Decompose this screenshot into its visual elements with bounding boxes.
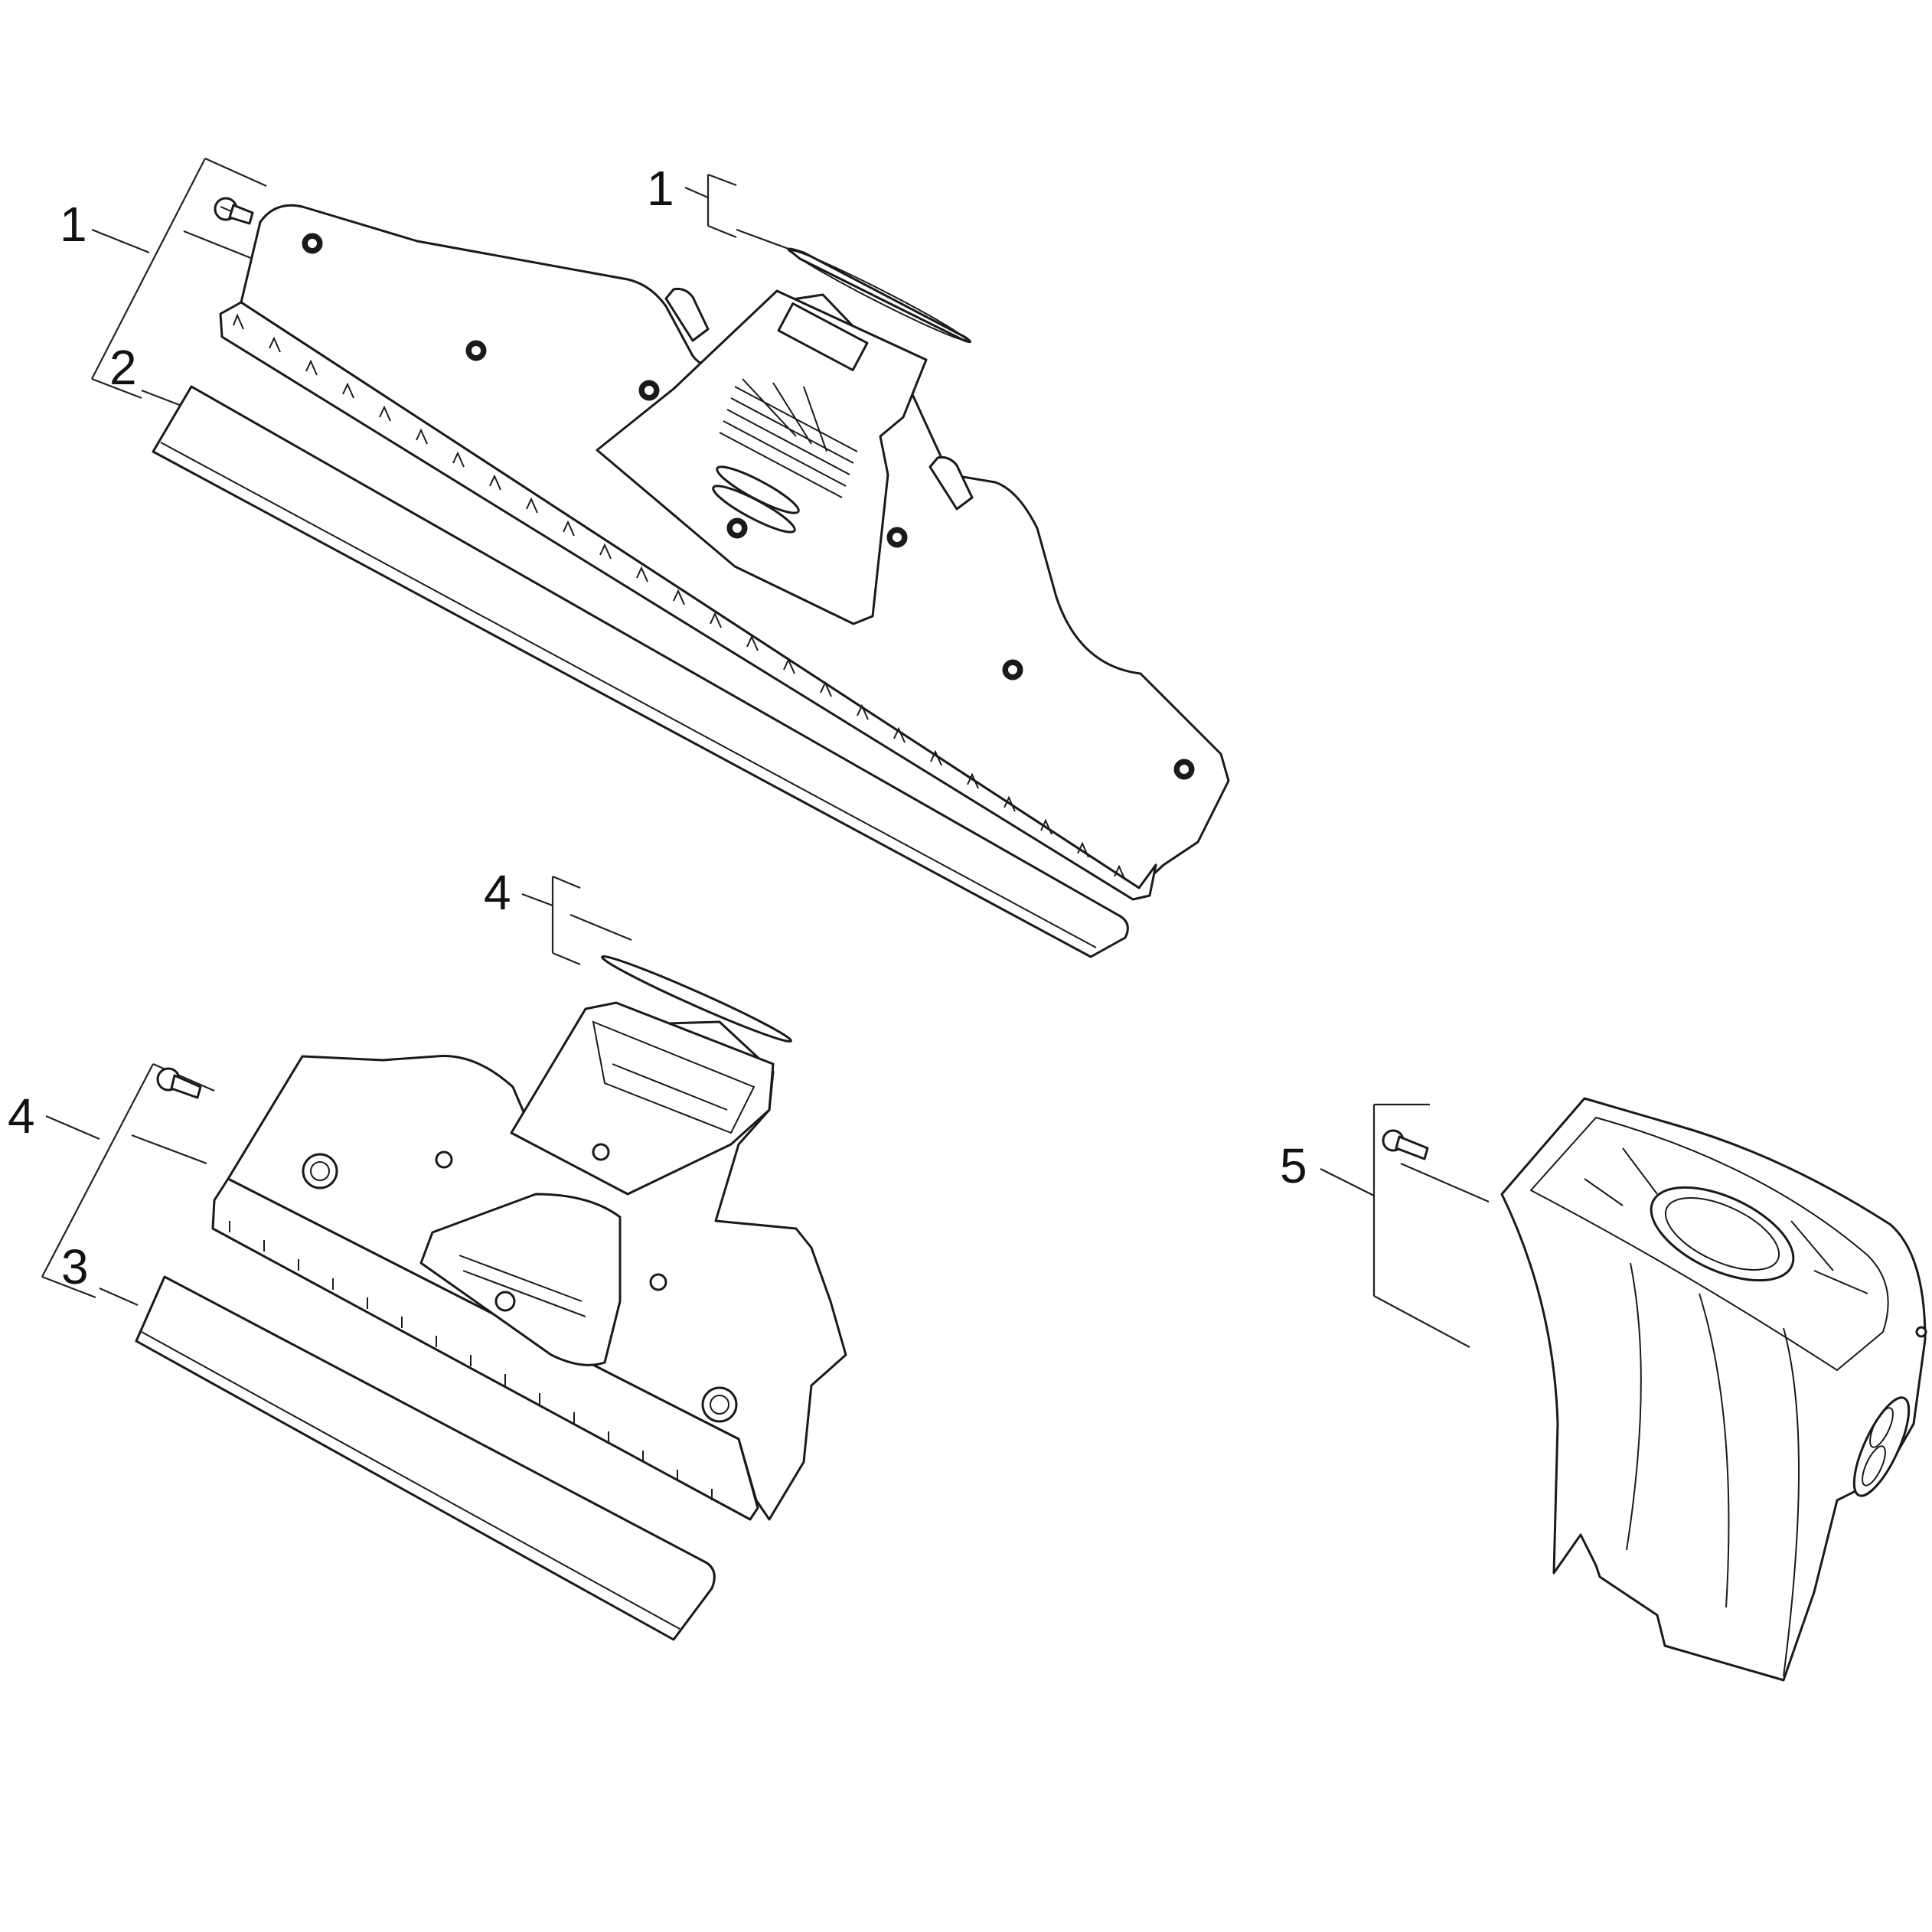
callout-4-left: 4 [8,1088,35,1144]
callout-1-left: 1 [60,197,87,252]
handle-cover-assembly [1382,1097,1927,1682]
large-nozzle-grille [712,302,869,534]
callout-1-top: 1 [647,161,674,216]
large-nozzle-toothed-strip [219,301,1157,901]
small-nozzle-assembly [135,955,847,1641]
screw-icon [156,1067,202,1099]
large-nozzle-assembly [152,197,1230,958]
callout-5: 5 [1280,1138,1307,1193]
screw-icon [1382,1129,1429,1160]
teeth [229,1221,713,1500]
large-nozzle-connector [596,289,928,625]
handle-cover-opening [1650,1186,1795,1282]
small-nozzle-toothed-strip [211,1177,759,1521]
callout-4-top: 4 [484,865,511,920]
screw-icon [214,197,254,225]
handle-cover-shell [1500,1097,1927,1682]
small-seal-ring [601,955,792,1043]
large-wiper-lip [152,385,1129,958]
teeth [233,313,1126,881]
leader-lines [41,157,1490,1348]
large-nozzle-clip-left [664,288,710,342]
small-wiper-lip [135,1275,716,1641]
large-nozzle-screws [302,233,1195,780]
large-nozzle-clip-right [928,456,974,511]
callout-2: 2 [109,340,137,395]
small-nozzle-center-pad [419,1193,622,1366]
